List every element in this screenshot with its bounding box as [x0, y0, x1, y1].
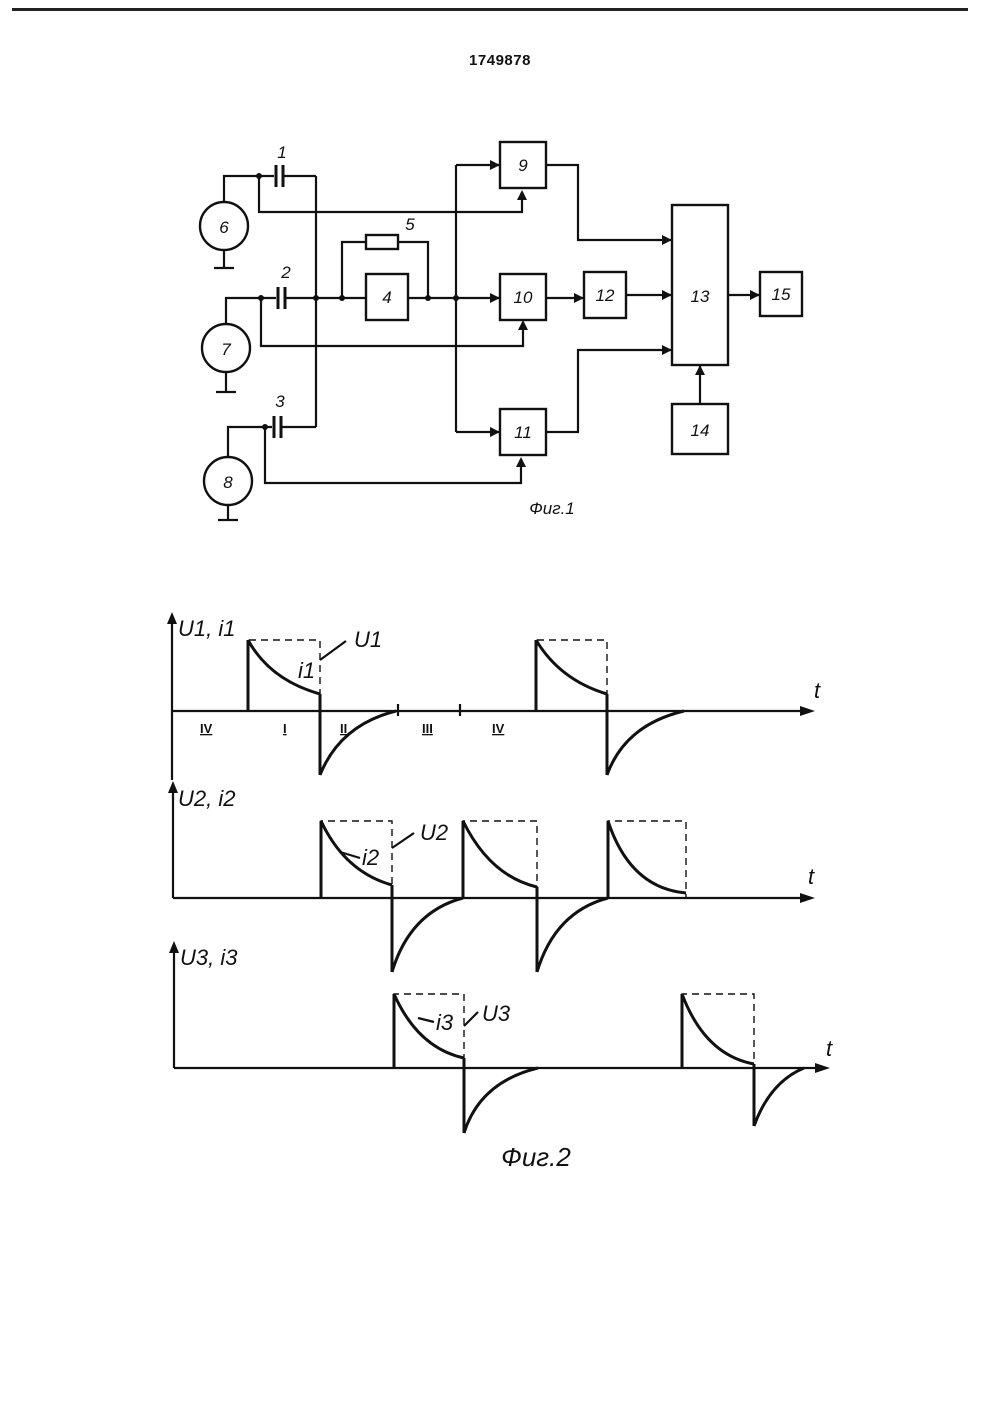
plot-3-u-label: U3	[482, 1001, 511, 1026]
block-4: 4	[366, 274, 408, 320]
phase-label: IV	[200, 721, 213, 736]
phase-label: IV	[492, 721, 505, 736]
wire-gen7	[226, 298, 276, 324]
block-10: 10	[500, 274, 546, 320]
plot-2-i-label: i2	[362, 845, 379, 870]
block-9: 9	[500, 142, 546, 188]
phase-label: I	[283, 721, 287, 736]
svg-text:14: 14	[691, 421, 710, 440]
plot-2: U2, i2 t U2 i2	[168, 781, 815, 972]
svg-text:7: 7	[221, 340, 231, 359]
svg-text:11: 11	[514, 423, 532, 442]
capacitor-1: 1	[276, 143, 316, 187]
capacitor-2: 2	[278, 263, 316, 309]
plot-1: U1, i1 t U1 i1 IV I II III IV	[167, 612, 821, 780]
generator-6: 6	[200, 202, 248, 268]
plot-2-axis-label: U2, i2	[178, 786, 235, 811]
svg-text:13: 13	[691, 287, 710, 306]
phase-label: II	[340, 721, 347, 736]
phase-label: III	[422, 721, 433, 736]
block-15: 15	[760, 272, 802, 316]
block-12: 12	[584, 272, 626, 318]
block-11: 11	[500, 409, 546, 455]
svg-text:9: 9	[518, 156, 528, 175]
figure-1-caption: Фиг.1	[529, 499, 575, 518]
svg-text:12: 12	[596, 286, 615, 305]
generator-8: 8	[204, 457, 252, 520]
wire-gen6	[224, 176, 274, 202]
figure-2-caption: Фиг.2	[501, 1142, 571, 1172]
svg-text:1: 1	[277, 143, 286, 162]
svg-text:6: 6	[219, 218, 229, 237]
plot-3-axis-label: U3, i3	[180, 945, 238, 970]
plot-2-t-label: t	[808, 864, 815, 889]
plot-1-u-label: U1	[354, 627, 382, 652]
svg-text:5: 5	[405, 215, 415, 234]
block-14: 14	[672, 404, 728, 454]
block-13: 13	[672, 205, 728, 365]
plot-3-t-label: t	[826, 1036, 833, 1061]
plot-3-i-label: i3	[436, 1010, 454, 1035]
svg-text:2: 2	[280, 263, 291, 282]
plot-1-axis-label: U1, i1	[178, 616, 235, 641]
capacitor-3: 3	[274, 392, 316, 438]
generator-7: 7	[202, 324, 250, 392]
svg-text:15: 15	[772, 285, 791, 304]
plot-3: U3, i3 t U3 i3	[169, 941, 833, 1133]
plot-1-i-label: i1	[298, 658, 315, 683]
plot-2-u-label: U2	[420, 820, 448, 845]
svg-text:10: 10	[514, 288, 533, 307]
svg-text:3: 3	[275, 392, 285, 411]
plot-1-t-label: t	[814, 678, 821, 703]
svg-text:8: 8	[223, 473, 233, 492]
svg-text:4: 4	[382, 288, 391, 307]
